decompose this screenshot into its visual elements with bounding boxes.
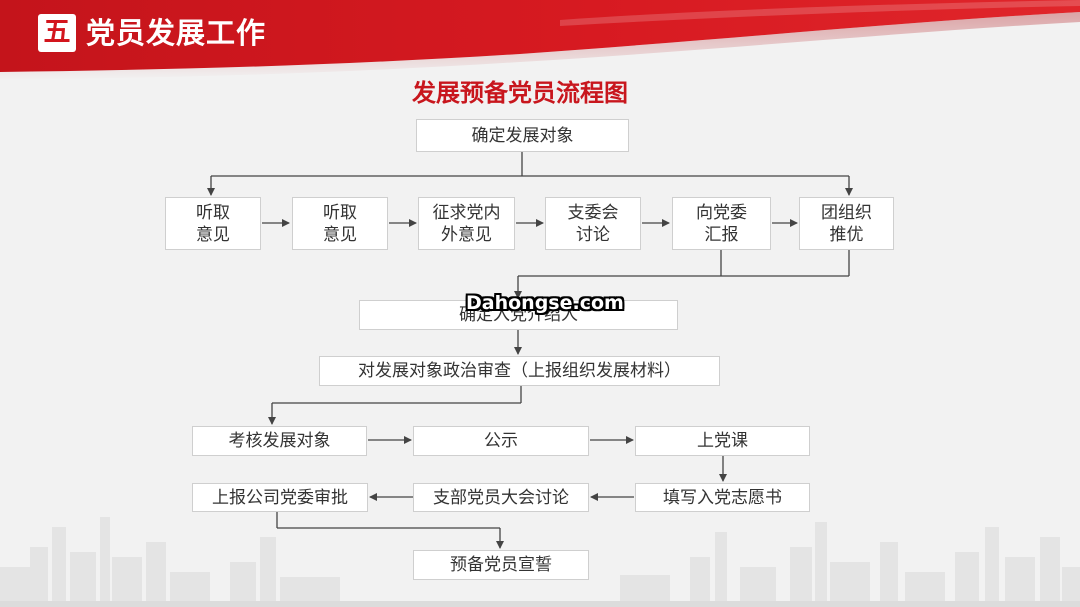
node-political-review: 对发展对象政治审查（上报组织发展材料） — [319, 356, 720, 386]
node-branch-meeting: 支部党员大会讨论 — [413, 483, 589, 512]
header-banner — [0, 0, 1080, 80]
node-row1-listen-1: 听取 意见 — [165, 197, 261, 250]
node-row1-solicit-opinions: 征求党内 外意见 — [418, 197, 515, 250]
node-publicity: 公示 — [413, 426, 589, 456]
node-confirm-target: 确定发展对象 — [416, 119, 629, 152]
city-skyline-decoration — [0, 517, 1080, 607]
node-report-approval: 上报公司党委审批 — [192, 483, 368, 512]
node-oath: 预备党员宣誓 — [413, 550, 589, 580]
diagram-title: 发展预备党员流程图 — [412, 79, 628, 107]
node-row1-youth-league-recommend: 团组织 推优 — [799, 197, 894, 250]
node-row1-listen-2: 听取 意见 — [292, 197, 388, 250]
section-number-badge: 五 — [38, 14, 76, 52]
node-fill-application: 填写入党志愿书 — [635, 483, 810, 512]
section-title: 党员发展工作 — [86, 16, 267, 50]
node-party-class: 上党课 — [635, 426, 810, 456]
node-row1-report-committee: 向党委 汇报 — [672, 197, 771, 250]
node-row1-committee-discussion: 支委会 讨论 — [545, 197, 641, 250]
node-assess-target: 考核发展对象 — [192, 426, 367, 456]
node-confirm-introducer: 确定入党介绍人 — [359, 300, 678, 330]
watermark-text: Dahongse.com — [466, 292, 624, 314]
